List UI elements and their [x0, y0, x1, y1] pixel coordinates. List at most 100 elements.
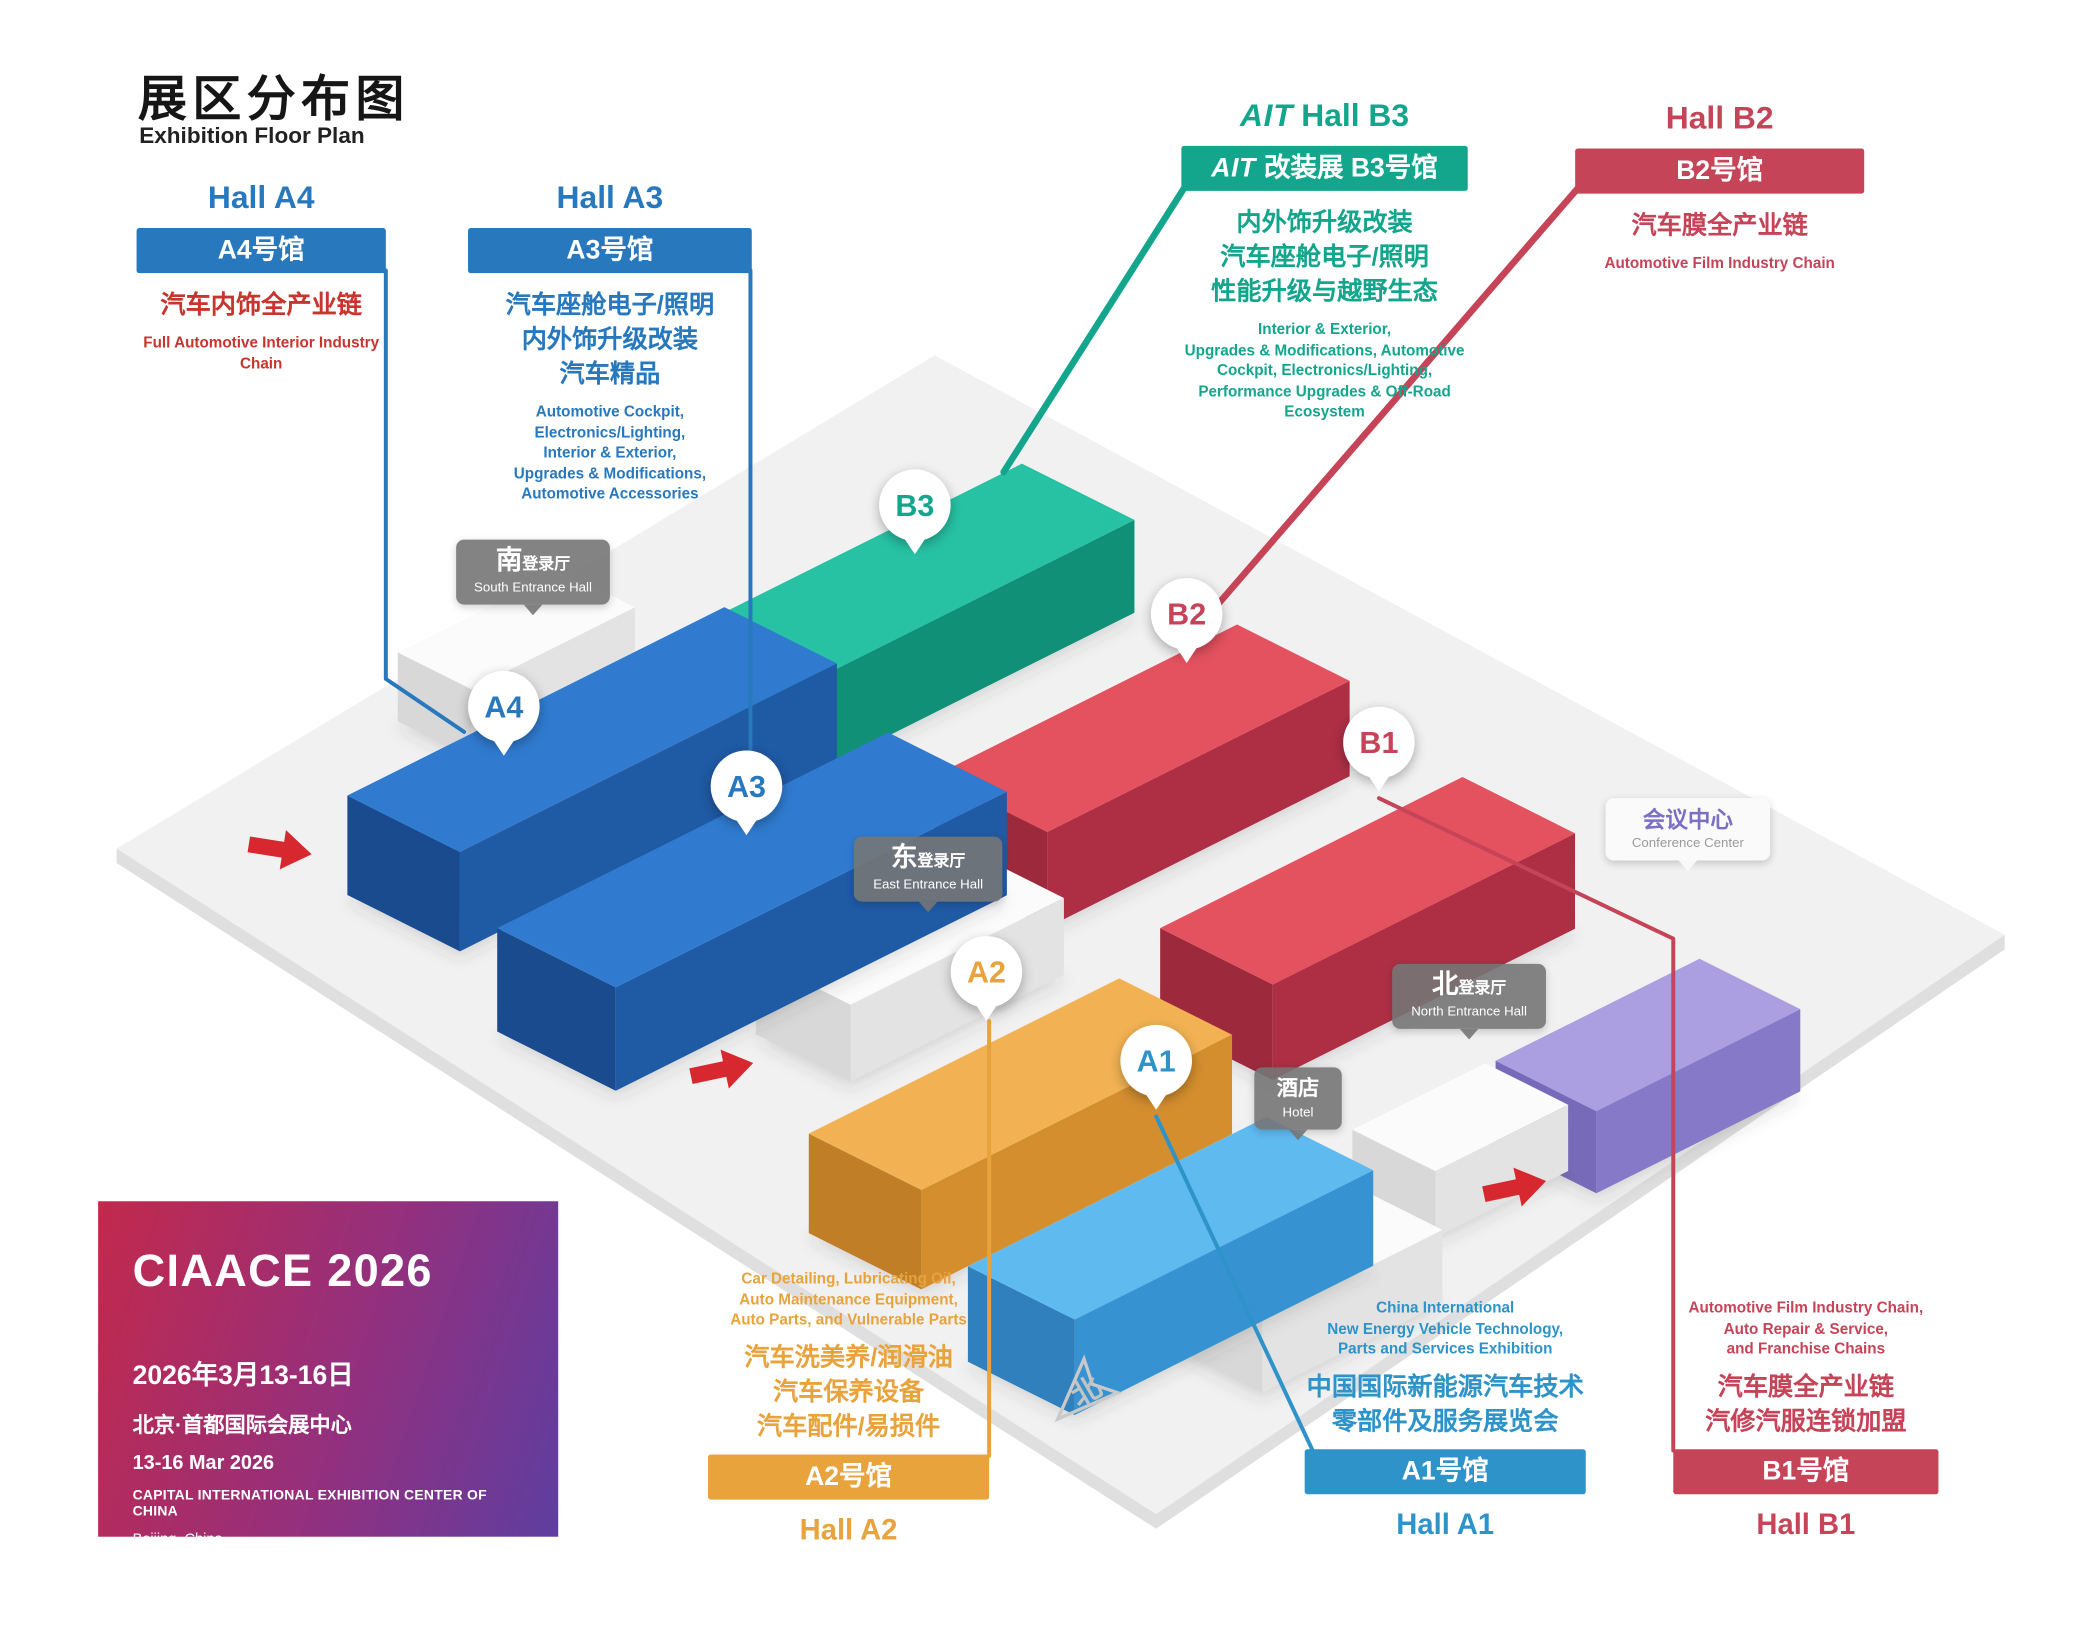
label-zh: 酒店	[1276, 1077, 1320, 1101]
desc-line: 汽车座舱电子/照明	[1220, 243, 1429, 272]
page-title-zh: 展区分布图	[137, 71, 410, 126]
label-zh: 会议中心	[1642, 807, 1733, 833]
desc-line: 汽车精品	[559, 360, 661, 389]
hall-a4-banner: A4号馆	[136, 228, 386, 274]
label-zh-small: 登录厅	[917, 851, 966, 870]
pin-label: A4	[484, 688, 524, 724]
desc-line: 中国国际新能源汽车技术	[1306, 1372, 1584, 1401]
desc-line: 性能升级与越野生态	[1211, 278, 1438, 307]
hall-b1-title: Hall B1	[1756, 1506, 1856, 1541]
connector-hall-b2	[1200, 184, 1582, 624]
hall-a3-banner: A3号馆	[468, 228, 752, 274]
desc-line: 汽车座舱电子/照明	[505, 291, 715, 320]
hall-b3-title-text: Hall B3	[1301, 98, 1410, 134]
desc-line: 汽修汽服连锁加盟	[1705, 1407, 1907, 1436]
pin-label: B2	[1167, 595, 1207, 631]
event-name: CIAACE 2026	[132, 1246, 433, 1297]
hall-a2-banner: A2号馆	[708, 1453, 990, 1499]
hall-b3-banner-text: 改装展 B3号馆	[1263, 153, 1438, 183]
desc-line: Upgrades & Modifications,	[513, 466, 707, 482]
map-pin-a4[interactable]: A4	[468, 670, 540, 743]
ait-logo: AIT	[1239, 98, 1294, 134]
hall-b2-banner: B2号馆	[1575, 148, 1865, 194]
hall-a1-title: Hall A1	[1396, 1506, 1495, 1541]
pin-label: A3	[726, 768, 766, 803]
hall-a3-title: Hall A3	[556, 180, 664, 217]
label-zh-small: 登录厅	[522, 554, 571, 573]
event-venue-zh: 北京·首都国际会展中心	[132, 1414, 352, 1438]
north-entrance-hall-building	[1352, 1063, 1569, 1172]
desc-line: Car Detailing, Lubricating Oil,	[741, 1271, 956, 1288]
hall-b1-building	[1160, 776, 1576, 985]
event-city: Beijing, China	[132, 1531, 223, 1548]
desc-line: 零部件及服务展览会	[1331, 1407, 1559, 1436]
desc-line: and Franchise Chains	[1726, 1341, 1886, 1358]
map-pin-a3[interactable]: A3	[710, 750, 783, 823]
north-entrance-hall-building	[1435, 1104, 1569, 1238]
desc-line: Automotive Cockpit, Electronics/Lighting…	[534, 404, 686, 441]
desc-line: 汽车内饰全产业链	[160, 291, 362, 320]
hall-b1-building	[1272, 833, 1576, 1080]
pin-label: A1	[1136, 1042, 1176, 1078]
connector-hall-b1	[1376, 796, 1676, 1453]
label-zh: 南	[495, 546, 523, 576]
hall-a3-info: Hall A3 A3号馆 汽车座舱电子/照明 内外饰升级改装 汽车精品 Auto…	[468, 180, 752, 506]
entrance-arrow-east	[1482, 1167, 1547, 1207]
hall-b1-info: Automotive Film Industry Chain, Auto Rep…	[1673, 1299, 1939, 1541]
connector-hall-b3	[1000, 184, 1188, 476]
desc-line: 汽车膜全产业链	[1631, 212, 1808, 240]
south-entrance-label: 南登录厅 South Entrance Hall	[456, 539, 610, 605]
desc-line: 汽车配件/易损件	[756, 1412, 941, 1441]
hall-a2-building	[808, 978, 1233, 1190]
hall-b3-building	[715, 463, 1135, 673]
conference-center-building	[1495, 958, 1801, 1112]
north-entrance-label: 北登录厅 North Entrance Hall	[1392, 963, 1546, 1029]
desc-line: Interior & Exterior,	[1258, 322, 1392, 339]
desc-line: Automotive Accessories	[521, 486, 699, 503]
event-card: CIAACE 2026 2026年3月13-16日 北京·首都国际会展中心 13…	[98, 1201, 559, 1547]
east-entrance-label: 东登录厅 East Entrance Hall	[853, 836, 1003, 902]
desc-line: 汽车保养设备	[772, 1378, 925, 1407]
hotel-label: 酒店 Hotel	[1254, 1067, 1342, 1130]
hall-a1-info: China International New Energy Vehicle T…	[1304, 1299, 1586, 1541]
ait-logo: AIT	[1211, 153, 1257, 183]
desc-line: Cockpit, Electronics/Lighting,	[1216, 363, 1433, 380]
map-pin-a1[interactable]: A1	[1120, 1024, 1192, 1097]
event-date-en: 13-16 Mar 2026	[132, 1451, 275, 1475]
hall-a4-title: Hall A4	[207, 180, 315, 217]
entrance-arrow-west	[247, 830, 312, 870]
hall-b2-info: Hall B2 B2号馆 汽车膜全产业链 Automotive Film Ind…	[1575, 101, 1865, 275]
hall-a3-building	[497, 732, 1007, 988]
hall-a1-banner: A1号馆	[1304, 1448, 1586, 1494]
label-en: South Entrance Hall	[474, 580, 592, 596]
hall-a4-building	[347, 607, 837, 852]
desc-line: 内外饰升级改装	[1236, 209, 1413, 238]
conference-center-building	[1596, 1009, 1801, 1194]
desc-line: 内外饰升级改装	[521, 326, 699, 355]
map-pin-a2[interactable]: A2	[950, 936, 1023, 1008]
desc-line: Auto Parts, and Vulnerable Parts	[730, 1312, 967, 1329]
hall-b1-building	[1160, 928, 1273, 1080]
hall-b1-banner: B1号馆	[1673, 1448, 1939, 1494]
desc-line: Parts and Services Exhibition	[1338, 1341, 1553, 1358]
desc-line: Interior & Exterior,	[543, 445, 677, 462]
event-venue-en: CAPITAL INTERNATIONAL EXHIBITION CENTER …	[132, 1487, 487, 1520]
conference-center-label: 会议中心 Conference Center	[1605, 798, 1771, 861]
hall-a3-building	[497, 928, 616, 1091]
south-entrance-hall-building	[397, 652, 472, 759]
hall-a1-building	[967, 1116, 1374, 1320]
map-pin-b2[interactable]: B2	[1150, 578, 1223, 650]
hall-a1-building	[967, 1266, 1075, 1415]
map-pin-b1[interactable]: B1	[1343, 706, 1415, 779]
label-en: North Entrance Hall	[1411, 1005, 1527, 1020]
hall-a2-info: Car Detailing, Lubricating Oil, Auto Mai…	[708, 1270, 990, 1546]
label-zh: 东	[890, 843, 918, 873]
hall-a4-info: Hall A4 A4号馆 汽车内饰全产业链 Full Automotive In…	[136, 180, 386, 375]
map-pin-b3[interactable]: B3	[879, 469, 951, 541]
label-en: East Entrance Hall	[873, 877, 984, 893]
pin-label: A2	[966, 953, 1006, 989]
connector-hall-a4	[383, 268, 467, 734]
